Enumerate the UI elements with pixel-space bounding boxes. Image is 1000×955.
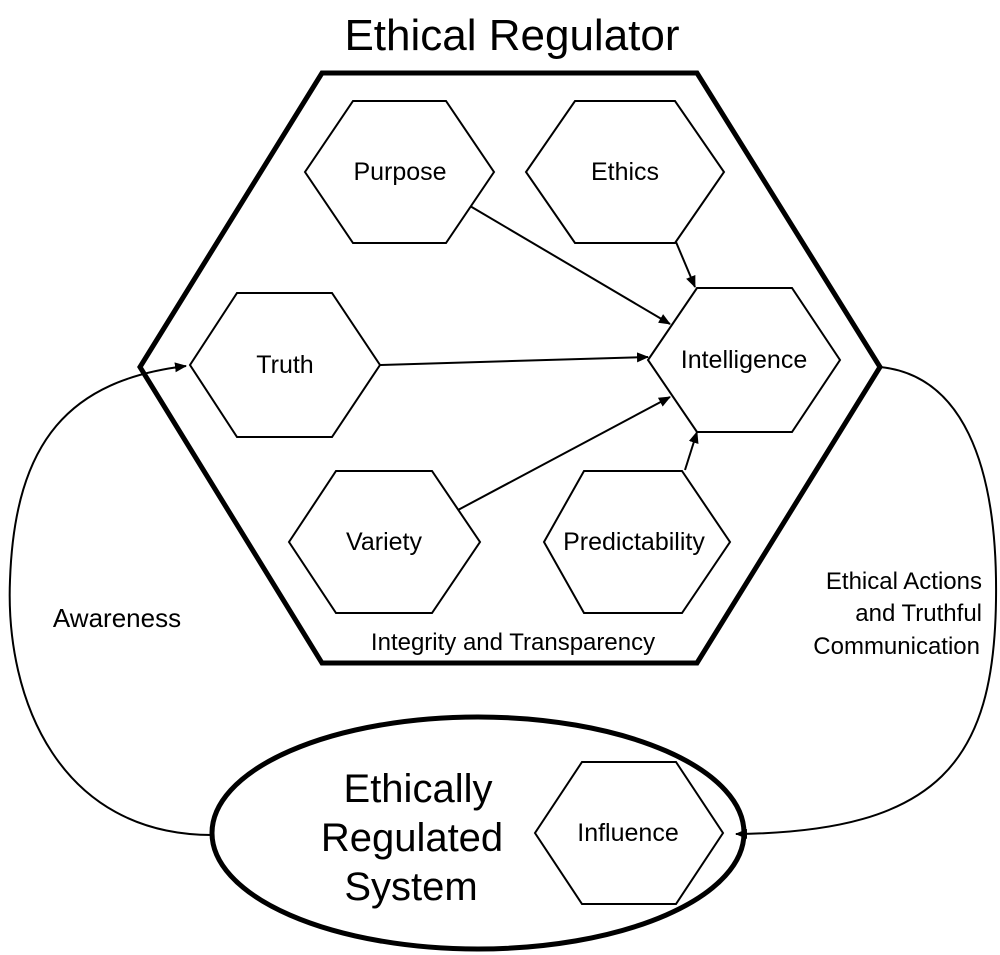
- regulator-title: Ethical Regulator: [344, 11, 679, 60]
- truth-node: Truth: [188, 292, 382, 438]
- svg-text:Ethics: Ethics: [591, 158, 659, 186]
- system-label-line2: Regulated: [321, 816, 503, 860]
- system-ellipse: [209, 714, 747, 952]
- system-label-line3: System: [344, 865, 477, 909]
- purpose-node: Purpose: [303, 100, 496, 244]
- svg-text:Purpose: Purpose: [353, 158, 446, 186]
- ethics-node: Ethics: [524, 100, 726, 244]
- actions-loop: [735, 366, 998, 839]
- actions-label-line3: Communication: [813, 633, 980, 660]
- svg-text:Predictability: Predictability: [563, 528, 705, 556]
- regulator-caption: Integrity and Transparency: [371, 629, 655, 656]
- arrow-ethics-to-intelligence: [675, 241, 696, 288]
- variety-node: Variety: [287, 470, 482, 614]
- actions-label-line1: Ethical Actions: [826, 568, 982, 595]
- svg-text:Truth: Truth: [256, 351, 313, 379]
- actions-label-line2: and Truthful: [855, 600, 982, 627]
- arrow-purpose-to-intelligence: [469, 205, 671, 325]
- svg-text:Variety: Variety: [346, 528, 422, 556]
- arrow-predictability-to-intelligence: [684, 431, 699, 471]
- svg-text:Influence: Influence: [577, 819, 678, 847]
- svg-text:Intelligence: Intelligence: [681, 346, 807, 374]
- awareness-label: Awareness: [53, 603, 181, 633]
- influence-node: Influence: [533, 761, 725, 905]
- awareness-loop: [8, 362, 213, 836]
- arrow-truth-to-intelligence: [379, 352, 649, 366]
- intelligence-node: Intelligence: [646, 287, 842, 433]
- regulator-hexagon: [137, 70, 883, 666]
- system-label-line1: Ethically: [344, 767, 493, 811]
- predictability-node: Predictability: [542, 470, 732, 614]
- arrow-variety-to-intelligence: [457, 396, 671, 511]
